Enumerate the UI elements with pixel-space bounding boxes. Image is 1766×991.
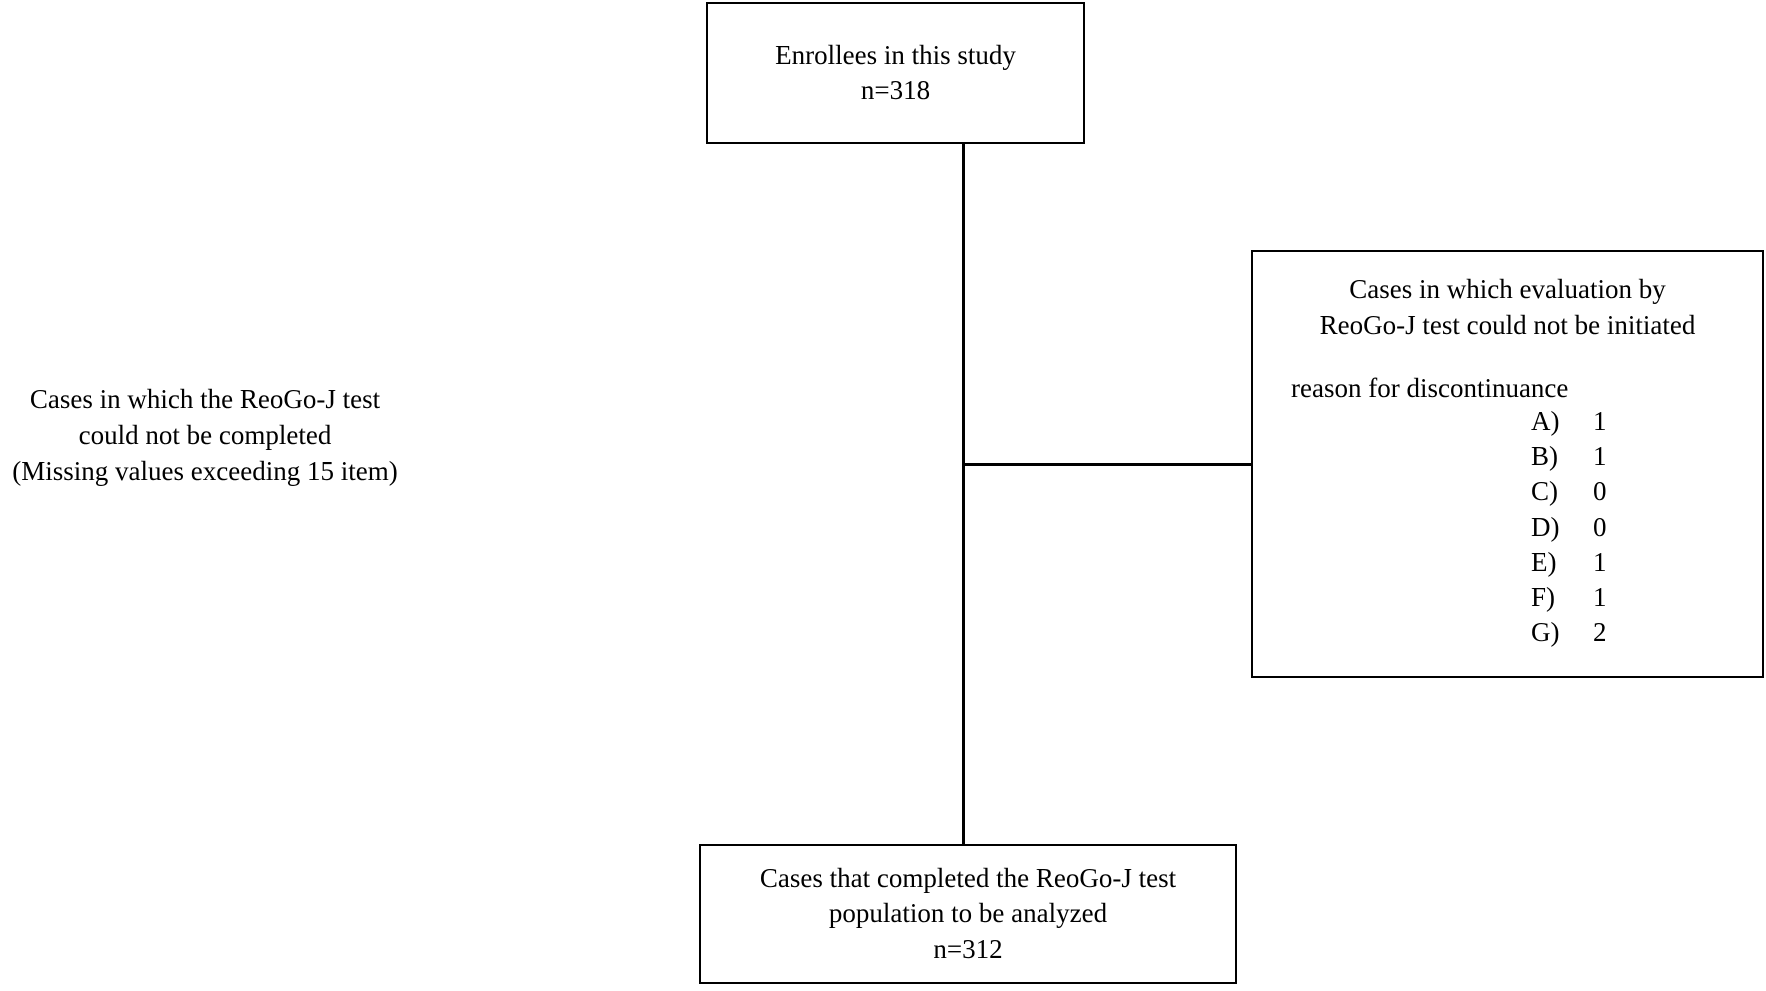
reason-count: 2	[1593, 616, 1607, 647]
node-analyzed-line-3: n=312	[933, 933, 1003, 964]
reason-count: 1	[1593, 581, 1607, 612]
reason-row: G) 2	[1253, 615, 1762, 650]
reason-count: 1	[1593, 546, 1607, 577]
reason-count: 0	[1593, 476, 1607, 507]
connector-junction-to-not-initiated	[962, 463, 1253, 466]
node-enrollees-line-1: Enrollees in this study	[775, 39, 1016, 70]
note-test-not-completed-line-1: Cases in which the ReoGo-J test	[29, 384, 381, 414]
node-evaluation-not-initiated: Cases in which evaluation by ReoGo-J tes…	[1251, 250, 1764, 678]
node-not-initiated-heading-line-2: ReoGo-J test could not be initiated	[1319, 309, 1696, 340]
note-test-not-completed-line-3: (Missing values exceeding 15 item)	[12, 455, 398, 486]
reason-count: 1	[1593, 406, 1607, 437]
reason-code: E)	[1531, 546, 1557, 577]
reason-row: E) 1	[1253, 545, 1762, 580]
reason-code: B)	[1531, 441, 1558, 472]
reason-code: D)	[1531, 511, 1560, 542]
node-analyzed-population: Cases that completed the ReoGo-J test po…	[699, 844, 1237, 984]
reason-code: A)	[1531, 406, 1560, 437]
reason-code: C)	[1531, 476, 1558, 507]
reason-code: G)	[1531, 616, 1560, 647]
reason-list: A) 1 B) 1 C) 0 D) 0 E) 1 F) 1	[1253, 404, 1762, 650]
node-analyzed-line-2: population to be analyzed	[828, 898, 1108, 929]
reason-row: F) 1	[1253, 580, 1762, 615]
note-test-not-completed-line-2: could not be completed	[78, 419, 332, 450]
reason-count: 1	[1593, 441, 1607, 472]
reason-count: 0	[1593, 511, 1607, 542]
node-enrollees: Enrollees in this study n=318	[706, 2, 1085, 144]
node-enrollees-line-2: n=318	[860, 75, 931, 105]
reason-row: C) 0	[1253, 474, 1762, 509]
reason-for-discontinuance-label: reason for discontinuance	[1291, 373, 1569, 404]
node-not-initiated-heading-line-1: Cases in which evaluation by	[1349, 274, 1666, 304]
reason-row: A) 1	[1253, 404, 1762, 439]
reason-row: B) 1	[1253, 439, 1762, 474]
reason-row: D) 0	[1253, 510, 1762, 545]
reason-code: F)	[1531, 581, 1556, 612]
node-analyzed-line-1: Cases that completed the ReoGo-J test	[759, 863, 1177, 894]
connector-junction-to-analyzed	[962, 464, 965, 846]
note-test-not-completed: Cases in which the ReoGo-J test could no…	[0, 382, 410, 490]
connector-enrollees-to-junction	[962, 143, 965, 465]
